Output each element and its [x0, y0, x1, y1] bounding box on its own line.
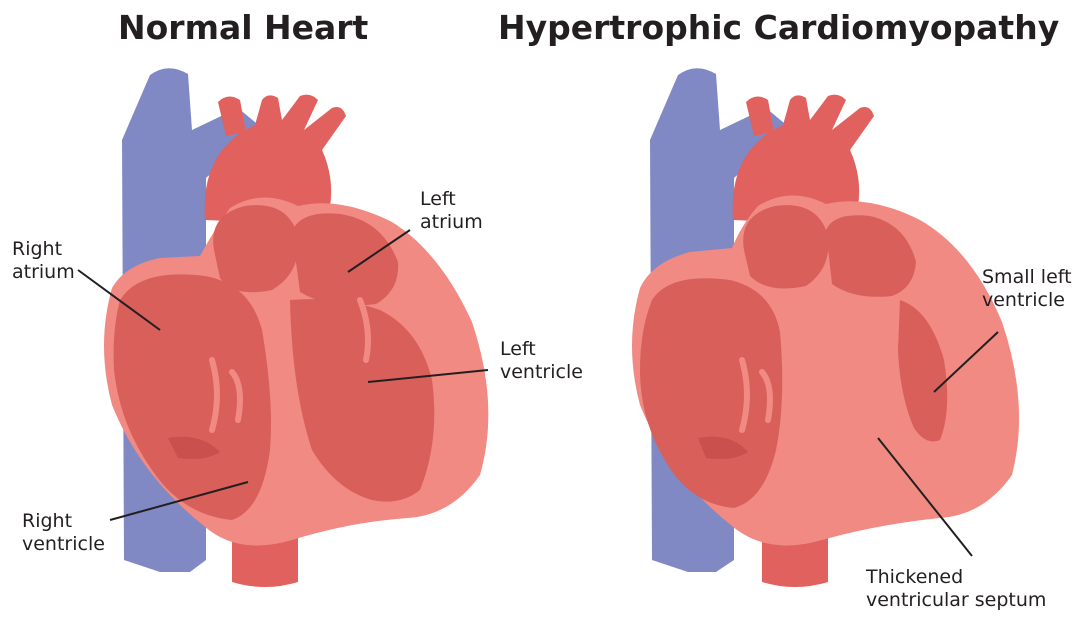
label-thickened-septum: Thickened ventricular septum [866, 566, 1046, 612]
label-thickened-septum-line1: Thickened [866, 566, 1046, 589]
label-left-ventricle-line1: Left [500, 338, 583, 361]
label-left-ventricle: Left ventricle [500, 338, 583, 384]
label-right-ventricle-line2: ventricle [22, 533, 105, 556]
label-small-left-ventricle-line2: ventricle [982, 289, 1072, 312]
label-left-atrium: Left atrium [420, 188, 483, 234]
label-small-left-ventricle: Small left ventricle [982, 266, 1072, 312]
label-left-ventricle-line2: ventricle [500, 361, 583, 384]
label-thickened-septum-line2: ventricular septum [866, 589, 1046, 612]
label-right-atrium: Right atrium [12, 238, 75, 284]
label-right-atrium-line2: atrium [12, 261, 75, 284]
label-right-ventricle-line1: Right [22, 510, 105, 533]
label-left-atrium-line2: atrium [420, 211, 483, 234]
label-right-atrium-line1: Right [12, 238, 75, 261]
label-small-left-ventricle-line1: Small left [982, 266, 1072, 289]
normal-heart-illustration [104, 68, 488, 587]
label-left-atrium-line1: Left [420, 188, 483, 211]
label-right-ventricle: Right ventricle [22, 510, 105, 556]
hcm-right-atrium-chamber [743, 205, 828, 288]
hcm-heart-illustration [632, 68, 1019, 587]
